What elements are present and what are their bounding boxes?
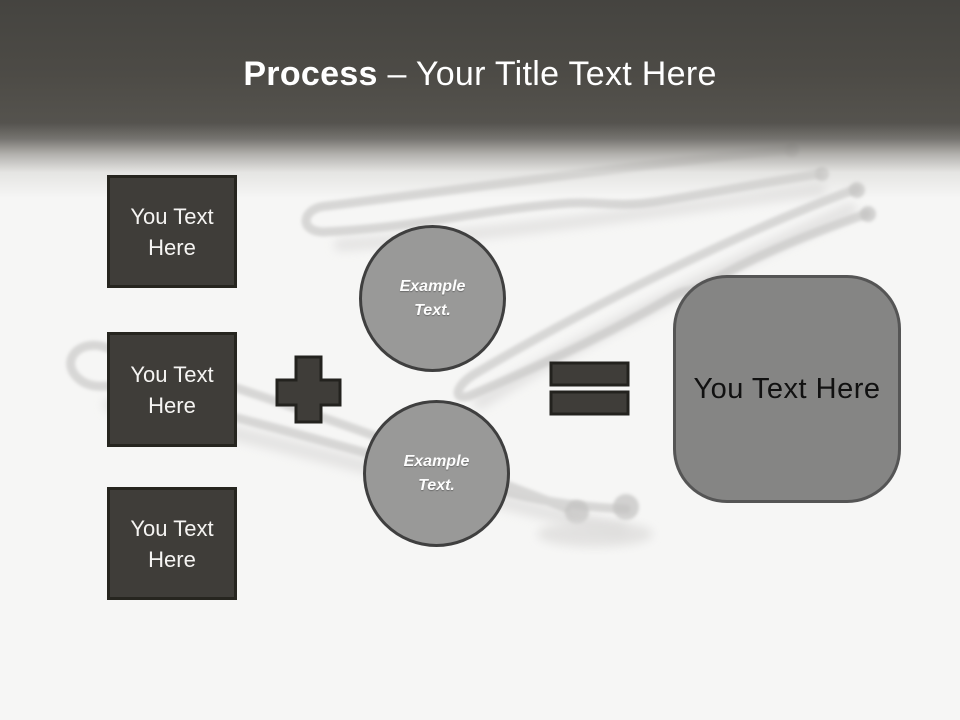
input-box-label: You Text Here xyxy=(130,361,214,418)
equals-icon xyxy=(549,361,630,416)
input-box-2[interactable]: You Text Here xyxy=(107,332,237,447)
result-box-label: You Text Here xyxy=(693,372,881,405)
header-band xyxy=(0,0,960,198)
title-rest-segment: – Your Title Text Here xyxy=(377,55,717,93)
input-box-label: You Text Here xyxy=(130,515,214,572)
example-circle-1[interactable]: Example Text. xyxy=(359,225,506,372)
plus-icon xyxy=(275,355,342,424)
input-box-label: You Text Here xyxy=(130,203,214,260)
result-box[interactable]: You Text Here xyxy=(673,275,901,503)
example-circle-2[interactable]: Example Text. xyxy=(363,400,510,547)
example-circle-label: Example Text. xyxy=(399,277,466,319)
slide-title[interactable]: Process – Your Title Text Here xyxy=(0,55,960,93)
input-box-1[interactable]: You Text Here xyxy=(107,175,237,288)
example-circle-label: Example Text. xyxy=(403,452,470,494)
title-bold-segment: Process xyxy=(243,55,378,93)
input-box-3[interactable]: You Text Here xyxy=(107,487,237,600)
